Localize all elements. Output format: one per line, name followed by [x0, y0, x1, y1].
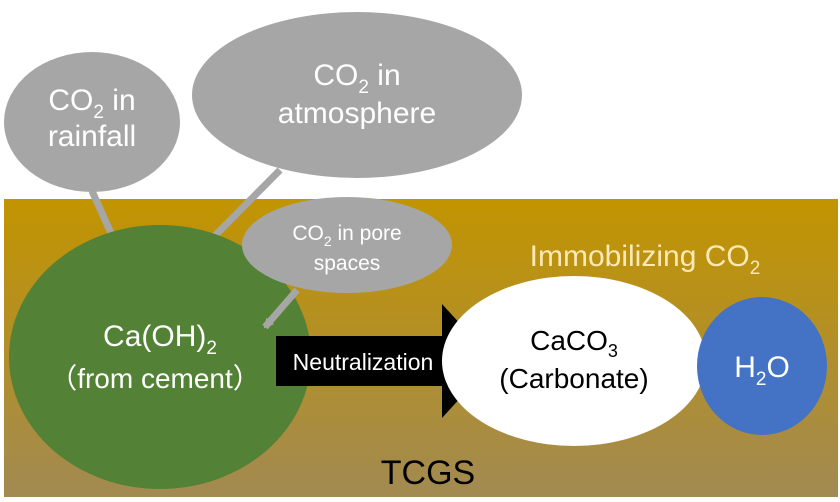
cement-sub: 2	[206, 338, 217, 359]
carbonate-sub: 3	[608, 341, 618, 361]
rainfall-co: CO	[48, 84, 93, 117]
atmosphere-sub: 2	[358, 77, 369, 98]
atmosphere-in: in	[369, 59, 401, 92]
immobilizing-sub: 2	[750, 258, 761, 279]
tcgs-label: TCGS	[381, 454, 475, 492]
atmosphere-line2: atmosphere	[278, 97, 436, 130]
carbonate-ellipse	[442, 276, 706, 446]
cement-line2: （from cement）	[49, 363, 261, 394]
arrow-pore-to-cement	[262, 287, 300, 330]
carbonate-line1: CaCO3	[530, 325, 618, 361]
pore-line1: CO2 in pore	[292, 222, 401, 249]
water-sub: 2	[756, 369, 767, 390]
cement-formula: Ca(OH)	[103, 320, 206, 353]
immobilizing-label: Immobilizing CO2	[530, 240, 761, 279]
cement-ellipse	[9, 225, 311, 489]
water-circle	[697, 297, 827, 435]
pore-sub: 2	[324, 233, 332, 249]
immobilizing-main: Immobilizing CO	[530, 240, 750, 273]
carbonate-line2: (Carbonate)	[499, 363, 648, 394]
pore-co: CO	[292, 222, 324, 245]
water-o: O	[766, 351, 789, 384]
carbonate-formula: CaCO	[530, 325, 608, 356]
atmosphere-line1: CO2 in	[313, 59, 400, 98]
atmosphere-co: CO	[313, 59, 358, 92]
cement-line1: Ca(OH)2	[103, 320, 217, 359]
rainfall-in: in	[104, 84, 136, 117]
neutralization-arrow	[276, 304, 494, 418]
bubble-co2-pore-spaces	[242, 197, 452, 293]
rainfall-line2: rainfall	[48, 120, 136, 153]
water-label: H2O	[734, 351, 790, 390]
rainfall-line1: CO2 in	[48, 84, 135, 123]
neutralization-label: Neutralization	[293, 349, 434, 375]
pore-in: in pore	[332, 222, 402, 245]
bubble-co2-rainfall	[4, 52, 180, 192]
water-h: H	[734, 351, 756, 384]
pore-line2: spaces	[314, 252, 381, 275]
bubble-co2-atmosphere	[192, 12, 522, 178]
rainfall-sub: 2	[93, 102, 104, 123]
